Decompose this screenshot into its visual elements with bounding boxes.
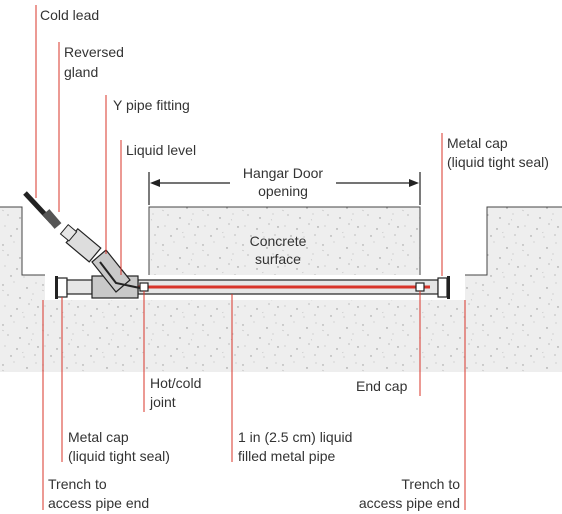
- concrete-ground: [0, 207, 562, 372]
- left-metal-cap: [56, 277, 68, 298]
- label-metal-cap-right-line2: (liquid tight seal): [447, 154, 549, 170]
- surface-outline-right: [465, 206, 562, 276]
- label-trench-left-line1: Trench to: [48, 476, 107, 492]
- reversed-gland: [59, 223, 102, 263]
- label-concrete-line2: surface: [255, 251, 301, 267]
- label-liquid-level: Liquid level: [126, 142, 196, 158]
- dimension-arrow-left: [150, 179, 160, 187]
- hot-cold-joint: [139, 282, 149, 292]
- label-end-cap: End cap: [356, 378, 408, 394]
- dimension-arrow-right: [409, 179, 419, 187]
- label-door-opening-line2: opening: [258, 183, 308, 199]
- label-reversed-gland-line1: Reversed: [64, 44, 124, 60]
- label-door-opening-line1: Hangar Door: [243, 165, 323, 181]
- label-pipe-line2: filled metal pipe: [238, 448, 335, 464]
- right-metal-cap: [437, 277, 448, 298]
- label-pipe-line1: 1 in (2.5 cm) liquid: [238, 429, 352, 445]
- label-hot-cold-line1: Hot/cold: [150, 375, 201, 391]
- left-metal-cap-flange: [55, 276, 58, 299]
- y-fitting-branch: [91, 249, 131, 293]
- right-metal-cap-flange: [447, 276, 450, 299]
- label-metal-cap-left-line1: Metal cap: [68, 429, 129, 445]
- label-trench-right-line2: access pipe end: [359, 495, 460, 511]
- cold-lead-entry: [99, 261, 141, 289]
- surface-outline-slab: [148, 206, 421, 275]
- label-cold-lead: Cold lead: [40, 7, 99, 23]
- label-y-pipe-fitting: Y pipe fitting: [113, 97, 190, 113]
- label-trench-right-line1: Trench to: [401, 476, 460, 492]
- surface-outline-left: [0, 206, 45, 276]
- label-hot-cold-line2: joint: [149, 394, 176, 410]
- cold-lead-nut: [42, 209, 62, 229]
- end-cap: [415, 282, 425, 292]
- label-metal-cap-right-line1: Metal cap: [447, 135, 508, 151]
- concrete-slab: [149, 207, 420, 275]
- label-concrete-line1: Concrete: [250, 233, 307, 249]
- label-reversed-gland-line2: gland: [64, 64, 98, 80]
- label-trench-left-line2: access pipe end: [48, 495, 149, 511]
- left-pipe-section: [66, 279, 93, 295]
- label-metal-cap-left-line2: (liquid tight seal): [68, 448, 170, 464]
